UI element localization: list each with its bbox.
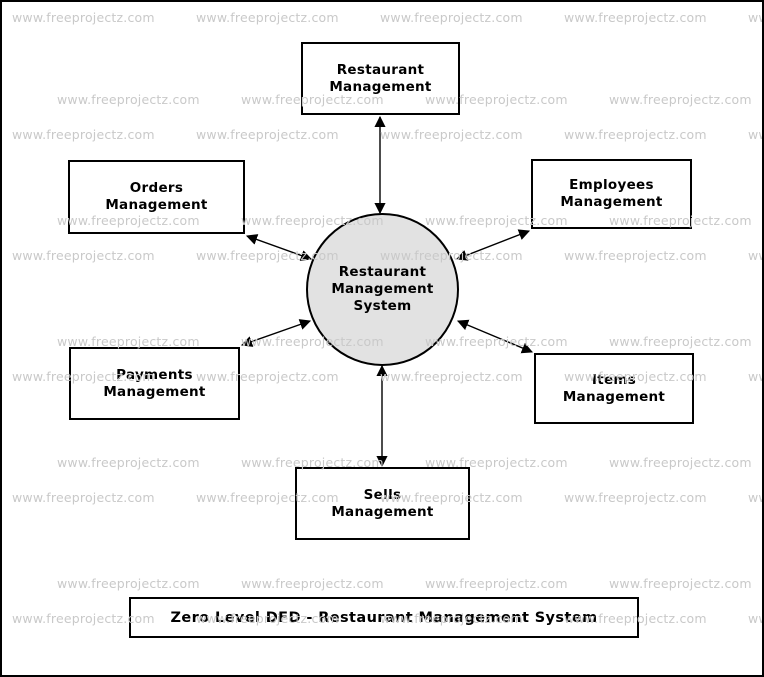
entity-label-line: Management bbox=[103, 383, 206, 400]
entity-label-line: Management bbox=[562, 388, 666, 405]
arrow-payments-center bbox=[240, 319, 312, 347]
node-central-process: Restaurant Management System bbox=[306, 213, 459, 366]
diagram-title-box: Zero Level DFD - Restaurant Management S… bbox=[129, 597, 639, 638]
entity-label-line: Orders bbox=[129, 180, 184, 196]
node-orders-management: Orders Management bbox=[68, 160, 245, 234]
entity-label-line: Restaurant bbox=[336, 61, 425, 78]
process-label-line: System bbox=[353, 298, 412, 314]
arrow-employees-center bbox=[455, 229, 531, 261]
entity-label-line: Management bbox=[560, 194, 663, 210]
entity-label-line: Payments bbox=[116, 366, 193, 383]
node-items-management: Items Management bbox=[534, 353, 694, 424]
node-payments-management: Payments Management bbox=[69, 347, 240, 420]
diagram-title: Zero Level DFD - Restaurant Management S… bbox=[170, 609, 598, 626]
node-employees-management: Employees Management bbox=[531, 159, 692, 229]
entity-label-line: Employees bbox=[569, 177, 654, 193]
entity-label-line: Management bbox=[329, 78, 432, 95]
node-restaurant-management: Restaurant Management bbox=[301, 42, 460, 115]
node-sells-management: Sells Management bbox=[295, 467, 470, 540]
entity-label-line: Management bbox=[105, 197, 208, 213]
entity-label-line: Management bbox=[331, 503, 434, 520]
arrow-orders-center bbox=[245, 234, 313, 261]
entity-label-line: Items bbox=[591, 371, 637, 388]
process-label-line: Restaurant bbox=[338, 264, 427, 280]
entity-label-line: Sells bbox=[363, 486, 402, 503]
process-label-line: Management bbox=[331, 281, 434, 297]
arrow-items-center bbox=[456, 319, 534, 354]
